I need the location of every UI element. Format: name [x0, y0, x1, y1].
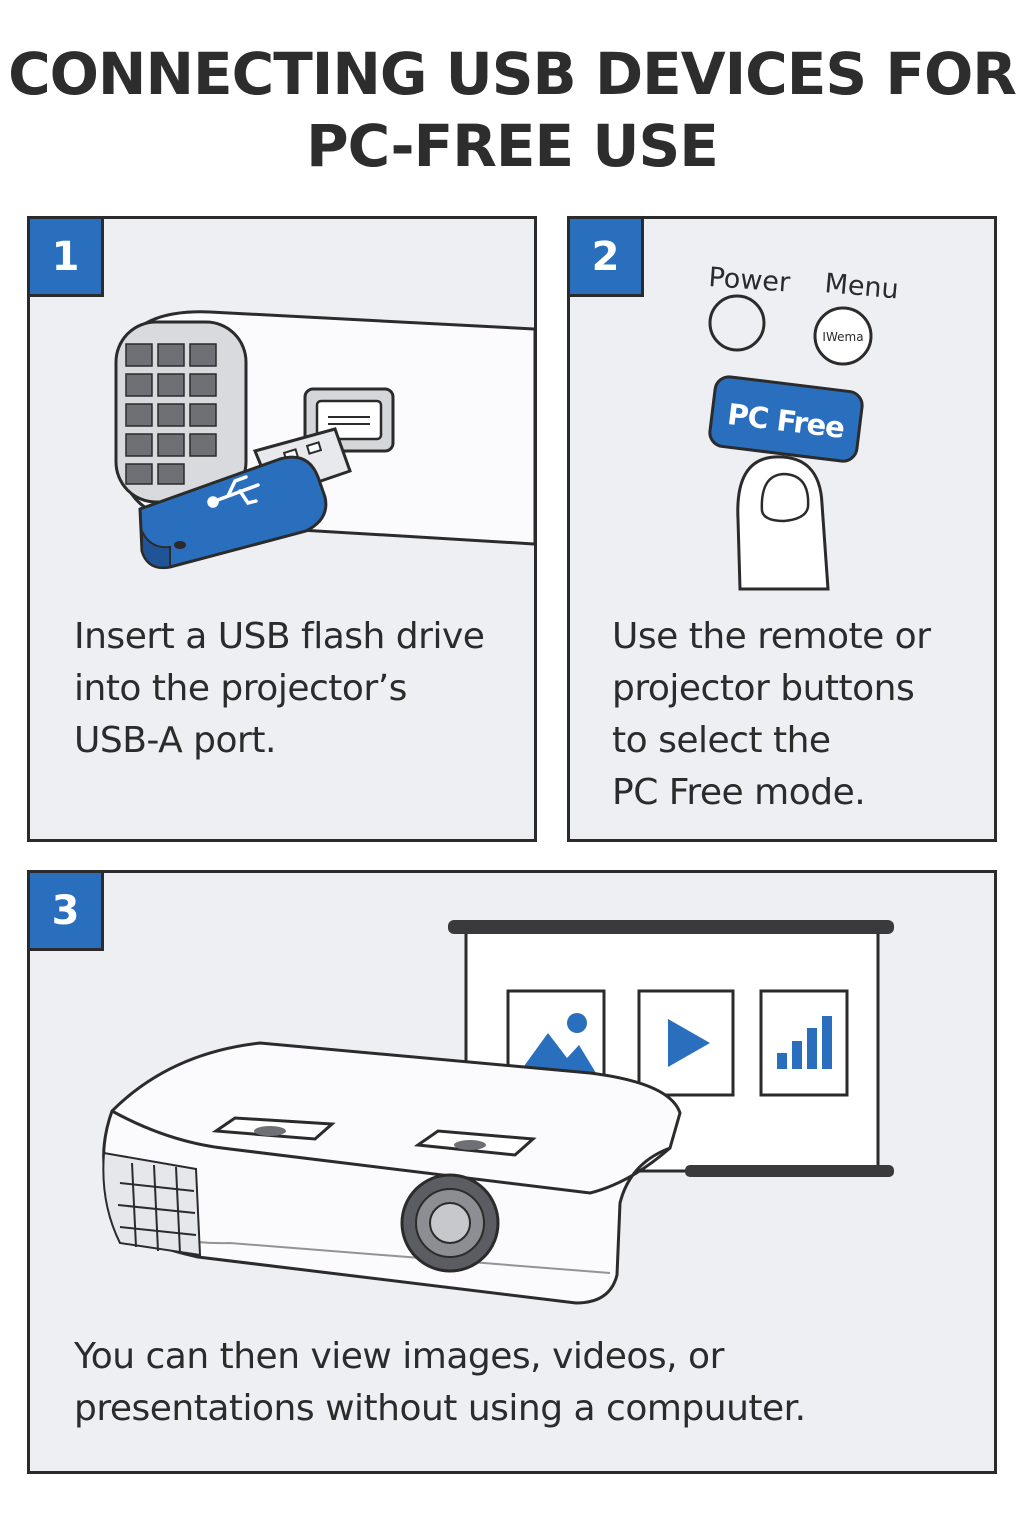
- menu-button[interactable]: [813, 306, 873, 366]
- step-1-caption: Insert a USB flash drive into the projec…: [74, 611, 485, 767]
- step-1-caption-line-3: USB-A port.: [74, 720, 276, 761]
- step-2-caption-line-4: PC Free mode.: [612, 772, 866, 813]
- projector-lens: [400, 1173, 500, 1273]
- projector: [102, 1041, 682, 1305]
- step-2-panel: Power Menu IWema PC Free 2 Use the remot…: [567, 216, 997, 842]
- step-3-caption: You can then view images, videos, or pre…: [74, 1331, 806, 1435]
- step-2-badge: 2: [570, 219, 644, 297]
- usb-insert-illustration: [114, 310, 534, 570]
- pc-free-button[interactable]: PC Free: [708, 375, 864, 463]
- menu-button-text: IWema: [822, 330, 863, 344]
- bar-chart-icon: [759, 989, 849, 1097]
- remote-buttons-illustration: Power Menu IWema PC Free: [708, 262, 900, 591]
- step-3-panel: 3 You can then view images, videos, or p…: [27, 870, 997, 1474]
- step-1-panel: 1 Insert a USB flash drive into the proj…: [27, 216, 537, 842]
- projector-vent: [102, 1151, 202, 1257]
- finger-icon: [736, 455, 830, 591]
- usb-symbol-icon: [207, 475, 260, 508]
- power-label: Power: [708, 262, 792, 299]
- menu-label: Menu: [823, 268, 900, 305]
- step-3-caption-line-2: presentations without using a compuuter.: [74, 1388, 806, 1429]
- play-icon: [637, 989, 735, 1097]
- step-1-badge: 1: [30, 219, 104, 297]
- step-3-caption-line-1: You can then view images, videos, or: [74, 1336, 724, 1377]
- power-button[interactable]: [708, 294, 766, 352]
- step-1-caption-line-2: into the projector’s: [74, 668, 407, 709]
- step-2-caption: Use the remote or projector buttons to s…: [612, 611, 931, 819]
- usb-flash-drive: [138, 427, 352, 570]
- title-line-1: CONNECTING USB DEVICES FOR: [8, 40, 1017, 108]
- step-1-caption-line-1: Insert a USB flash drive: [74, 616, 485, 657]
- step-2-caption-line-1: Use the remote or: [612, 616, 931, 657]
- step-2-caption-line-2: projector buttons: [612, 668, 915, 709]
- vent-grille: [114, 320, 248, 504]
- projector-screen-illustration: [102, 920, 894, 1305]
- step-3-badge: 3: [30, 873, 104, 951]
- step-2-caption-line-3: to select the: [612, 720, 831, 761]
- page-title: CONNECTING USB DEVICES FOR PC-FREE USE: [0, 38, 1024, 182]
- title-line-2: PC-FREE USE: [306, 112, 719, 180]
